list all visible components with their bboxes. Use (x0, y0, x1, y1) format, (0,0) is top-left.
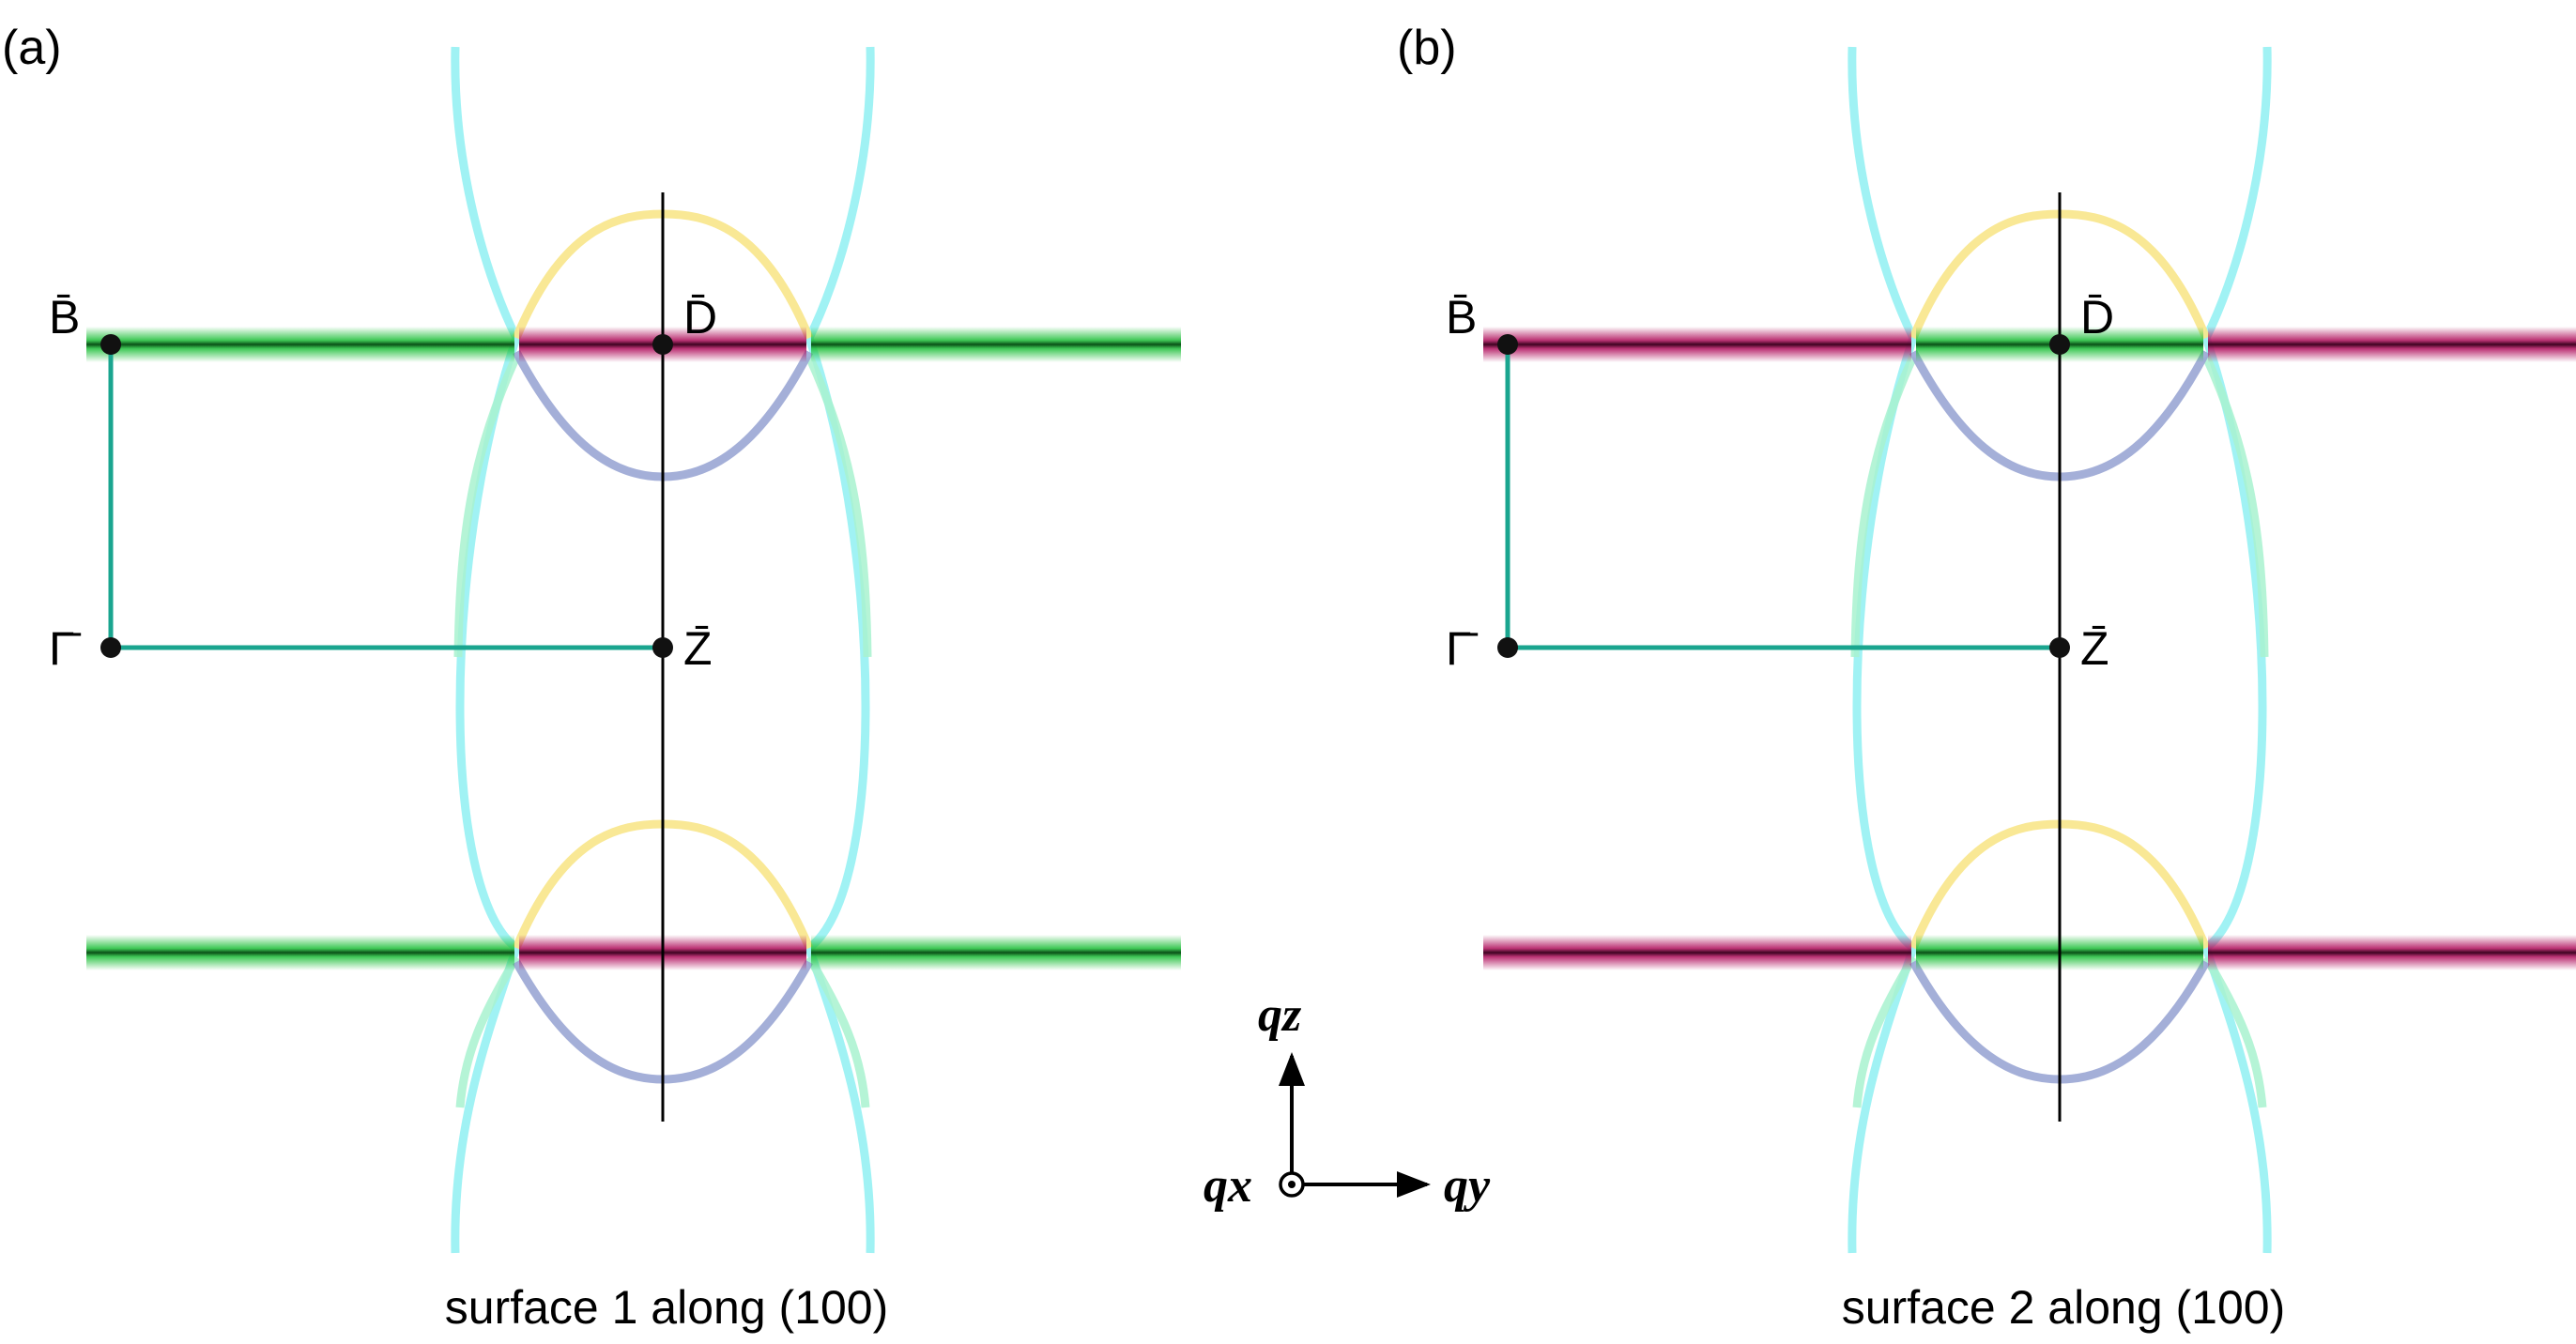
label-Z: Z̄ (2080, 622, 2109, 675)
cyan-arc-right (804, 46, 875, 1254)
cyan-arc-left (1848, 46, 1919, 1254)
point-D (2049, 334, 2070, 355)
mint-arc-right-lower (805, 955, 870, 1108)
label-B: B̄ (49, 291, 80, 344)
axis-label-qx-text: qx (1204, 1159, 1252, 1213)
axis-label-qx: qx (1204, 1159, 1252, 1213)
axis-label-qy-text: qy (1444, 1159, 1491, 1213)
high-symmetry-path (1505, 344, 2060, 650)
point-Gamma (1497, 637, 1518, 658)
high-symmetry-path (108, 344, 663, 650)
mint-arc-right-upper (2201, 355, 2269, 658)
point-Z (2049, 637, 2070, 658)
band-upper-right (2208, 327, 2576, 362)
label-B: B̄ (1446, 291, 1477, 344)
point-Z (652, 637, 673, 658)
axis-label-qy: qy (1444, 1159, 1491, 1213)
label-Gamma: Γ̄ (49, 622, 82, 675)
band-lower-right (811, 935, 1181, 970)
cyan-arc-right (2200, 46, 2272, 1254)
axis-label-qz-text: qz (1258, 988, 1302, 1042)
panel-a: (a) B̄ D̄ Γ̄ Z̄ s (2, 21, 1181, 1334)
band-upper-right (811, 327, 1181, 362)
band-upper-left (86, 327, 514, 362)
band-lower-left (86, 935, 514, 970)
label-D: D̄ (2080, 291, 2114, 344)
axes-indicator: qz qx qy (1204, 988, 1491, 1213)
label-D: D̄ (683, 291, 717, 344)
mint-arc-right-lower (2202, 955, 2267, 1108)
band-upper-left (1483, 327, 1911, 362)
mint-arc-right-upper (805, 355, 872, 658)
panel-caption: surface 2 along (100) (1842, 1281, 2286, 1334)
qx-dot (1288, 1181, 1296, 1188)
panel-b: (b) B̄ D̄ Γ̄ Z̄ surface 2 along (100) (1397, 21, 2576, 1334)
band-lower-right (2208, 935, 2576, 970)
mint-arc-left-lower (455, 955, 520, 1108)
point-B (1497, 334, 1518, 355)
panel-caption: surface 1 along (100) (445, 1281, 889, 1334)
band-lower-left (1483, 935, 1911, 970)
point-Gamma (100, 637, 121, 658)
panel-label: (b) (1397, 21, 1457, 75)
point-B (100, 334, 121, 355)
label-Z: Z̄ (683, 622, 713, 675)
axis-label-qz: qz (1258, 988, 1302, 1042)
mint-arc-left-lower (1852, 955, 1917, 1108)
label-Gamma: Γ̄ (1446, 622, 1479, 675)
mint-arc-left-upper (453, 355, 521, 658)
mint-arc-left-upper (1850, 355, 1918, 658)
point-D (652, 334, 673, 355)
cyan-arc-left (451, 46, 522, 1254)
panel-label: (a) (2, 21, 62, 75)
